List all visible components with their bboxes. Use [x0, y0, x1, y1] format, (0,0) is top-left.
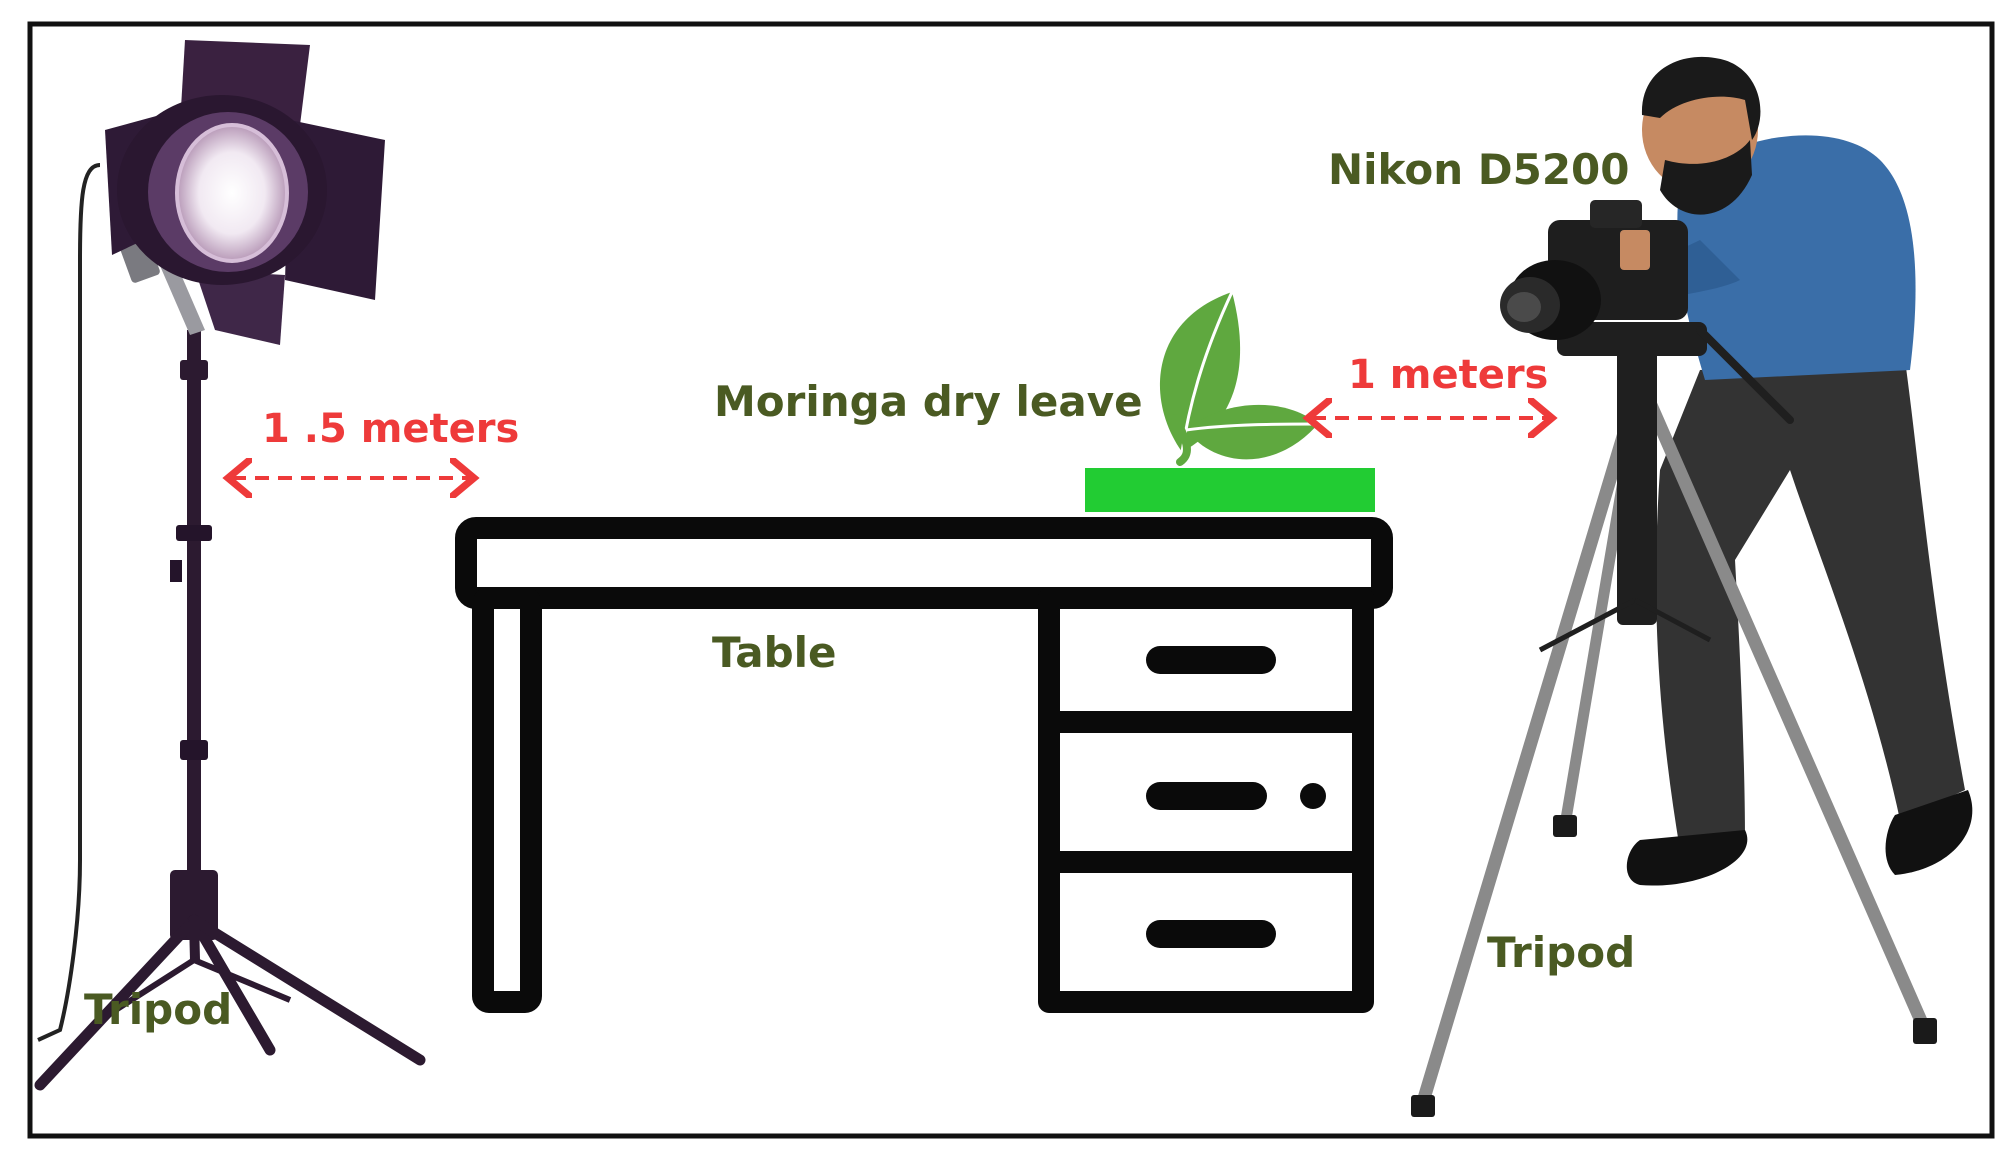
tripod-right-label: Tripod — [1487, 928, 1636, 977]
camera-label: Nikon D5200 — [1328, 145, 1630, 194]
leaf-label: Moringa dry leave — [714, 377, 1143, 426]
table-label: Table — [712, 628, 837, 677]
sample-tray — [1085, 468, 1375, 512]
leaf-icon — [1159, 291, 1319, 466]
distance-left-label: 1 .5 meters — [262, 406, 520, 452]
distance-right-label: 1 meters — [1348, 352, 1549, 398]
desk-icon — [455, 517, 1393, 1013]
camera-icon — [1500, 200, 1688, 340]
photographer-icon — [1411, 56, 1973, 1117]
tripod-left-label: Tripod — [84, 985, 233, 1034]
studio-light-icon — [34, 40, 426, 1091]
